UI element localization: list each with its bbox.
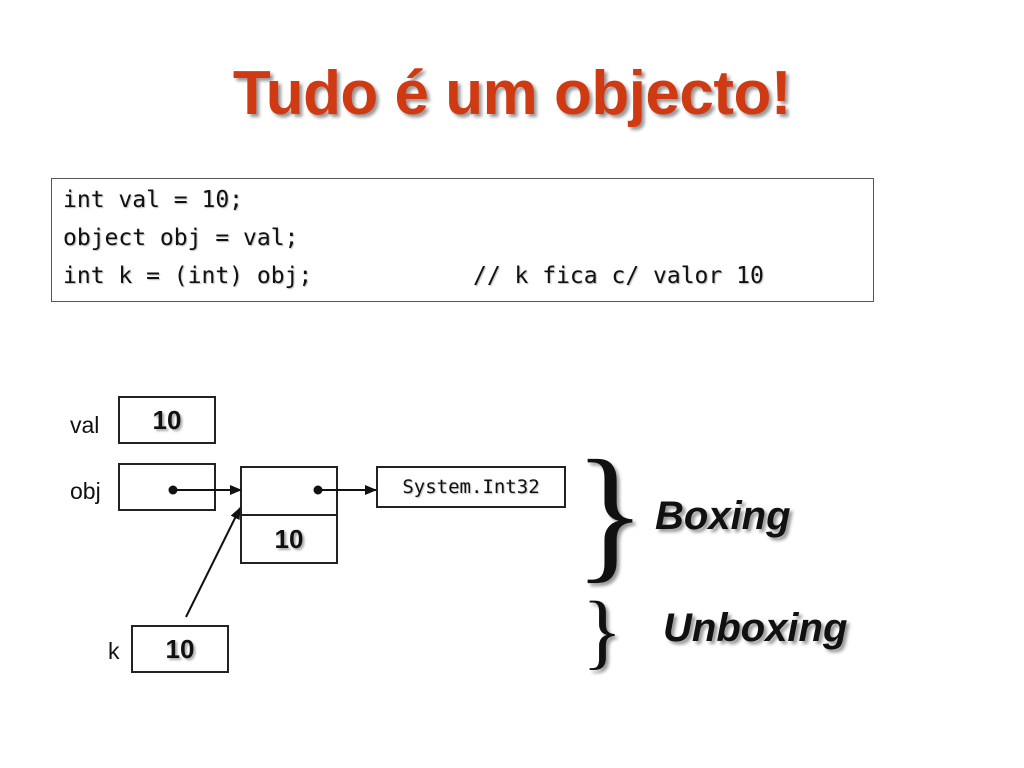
unboxing-arrow bbox=[185, 507, 241, 618]
unboxing-label: Unboxing bbox=[663, 606, 848, 650]
code-line-1: int val = 10; bbox=[63, 187, 244, 213]
obj-cell bbox=[118, 463, 216, 511]
val-label: val bbox=[70, 412, 100, 438]
boxed-object-value-cell: 10 bbox=[240, 514, 338, 564]
obj-label: obj bbox=[70, 478, 101, 504]
unboxing-brace: } bbox=[582, 585, 623, 678]
boxed-value: 10 bbox=[274, 524, 304, 554]
val-cell: 10 bbox=[118, 396, 216, 444]
k-value: 10 bbox=[165, 634, 195, 664]
boxing-label: Boxing bbox=[655, 494, 791, 538]
type-box: System.Int32 bbox=[376, 466, 566, 508]
boxing-brace: } bbox=[574, 430, 646, 596]
code-line-2: object obj = val; bbox=[63, 225, 299, 251]
k-label: k bbox=[108, 638, 120, 664]
code-line-3: int k = (int) obj; bbox=[63, 263, 313, 289]
slide-title: Tudo é um objecto! bbox=[232, 59, 792, 128]
val-value: 10 bbox=[152, 405, 182, 435]
code-comment: // k fica c/ valor 10 bbox=[473, 263, 764, 289]
code-block: int val = 10; object obj = val; int k = … bbox=[51, 178, 874, 302]
k-cell: 10 bbox=[131, 625, 229, 673]
